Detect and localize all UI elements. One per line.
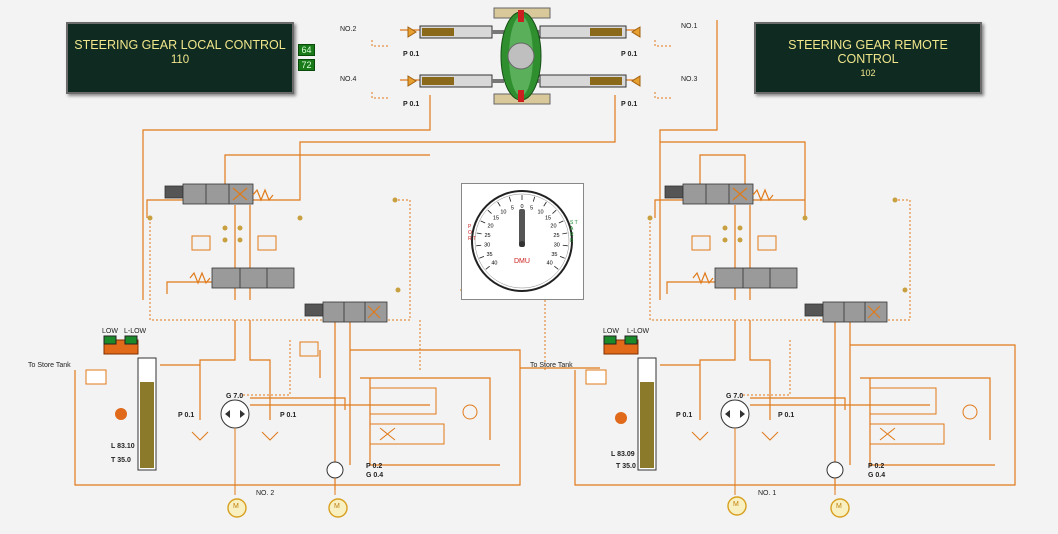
left-aux-pressure: P 0.2: [366, 463, 383, 470]
gauge-tick: [554, 265, 559, 270]
right-aux-pressure: P 0.2: [868, 463, 885, 470]
left-temp: T 35.0: [111, 457, 131, 464]
left-motor-2: M: [334, 503, 340, 510]
gauge-tick-label: 10: [537, 209, 543, 215]
local-indicator-1: 64: [298, 44, 315, 56]
local-control-value: 110: [170, 54, 190, 66]
right-unit-name: NO. 1: [758, 490, 777, 497]
left-store-tank: To Store Tank: [28, 362, 71, 369]
rudder-stock: [493, 7, 551, 105]
gauge-tick: [476, 244, 482, 247]
right-tank-llow: L-LOW: [627, 328, 650, 335]
ram-4-label: NO.4: [340, 76, 357, 83]
left-suction-right: P 0.1: [280, 412, 297, 419]
left-tank-llow: L-LOW: [124, 328, 147, 335]
gauge-tick: [543, 201, 547, 207]
gauge-tick-label: 40: [491, 261, 497, 267]
gauge-tick: [558, 220, 564, 224]
gauge-tick: [487, 209, 492, 214]
left-tank-low: LOW: [102, 328, 118, 335]
left-unit-name: NO. 2: [256, 490, 275, 497]
remote-control-title: STEERING GEAR REMOTE CONTROL: [788, 38, 948, 66]
left-suction-left: P 0.1: [178, 412, 195, 419]
gauge-tick-label: 40: [547, 261, 553, 267]
right-temp: T 35.0: [616, 463, 636, 470]
left-aux-gauge: G 0.4: [366, 472, 384, 479]
ram-4-pressure: P 0.1: [403, 101, 420, 108]
gauge-tick-label: 30: [484, 243, 490, 249]
right-aux-gauge: G 0.4: [868, 472, 886, 479]
gauge-tick-label: 15: [493, 216, 499, 222]
gauge-tick-label: 20: [550, 224, 556, 230]
gauge-tick-label: 15: [545, 216, 551, 222]
right-store-tank: To Store Tank: [530, 362, 573, 369]
gauge-tick-label: 0: [520, 204, 523, 210]
local-indicator-2: 72: [298, 59, 315, 71]
gauge-tick-label: 35: [486, 252, 492, 258]
gauge-tick: [552, 209, 557, 214]
left-pump-gauge: G 7.0: [226, 393, 244, 400]
gauge-tick: [508, 196, 512, 202]
tank-left: [85, 335, 157, 471]
left-motor-1: M: [233, 503, 239, 510]
gauge-tick-label: 35: [551, 252, 557, 258]
right-tank-low: LOW: [603, 328, 619, 335]
ram-3-pressure: P 0.1: [621, 101, 638, 108]
gauge-tick-label: 5: [530, 205, 533, 211]
gauge-tick-label: 5: [511, 205, 514, 211]
gauge-tick: [559, 255, 565, 259]
right-suction-right: P 0.1: [778, 412, 795, 419]
remote-control-panel[interactable]: STEERING GEAR REMOTE CONTROL 102: [754, 22, 982, 94]
gauge-tick-label: 10: [500, 209, 506, 215]
tank-right: [585, 335, 657, 471]
gauge-label: DMU: [514, 258, 530, 265]
gauge-tick: [476, 232, 482, 235]
gauge-tick: [532, 196, 536, 202]
left-level: L 83.10: [111, 443, 135, 450]
gauge-tick: [562, 232, 568, 235]
gauge-tick: [562, 244, 568, 247]
gauge-tick: [479, 255, 485, 259]
gauge-starb-text: S T A R B: [570, 220, 578, 244]
gauge-tick-label: 20: [487, 224, 493, 230]
remote-control-value: 102: [860, 68, 876, 78]
ram-1-label: NO.1: [681, 23, 698, 30]
ram-2-pressure: P 0.1: [403, 51, 420, 58]
right-pump-gauge: G 7.0: [726, 393, 744, 400]
gauge-tick-label: 30: [554, 243, 560, 249]
gauge-port-text: P O R T: [468, 224, 476, 242]
local-control-panel[interactable]: STEERING GEAR LOCAL CONTROL 110: [66, 22, 294, 94]
ram-1-pressure: P 0.1: [621, 51, 638, 58]
gauge-tick: [480, 220, 486, 224]
right-suction-left: P 0.1: [676, 412, 693, 419]
gauge-tick: [485, 265, 490, 270]
ram-2-label: NO.2: [340, 26, 357, 33]
right-motor-2: M: [836, 503, 842, 510]
gauge-tick-label: 25: [553, 233, 559, 239]
local-control-title: STEERING GEAR LOCAL CONTROL: [74, 38, 286, 52]
right-level: L 83.09: [611, 451, 635, 458]
gauge-tick: [497, 201, 501, 207]
ram-3-label: NO.3: [681, 76, 698, 83]
gauge-tick-label: 25: [484, 233, 490, 239]
right-motor-1: M: [733, 501, 739, 508]
